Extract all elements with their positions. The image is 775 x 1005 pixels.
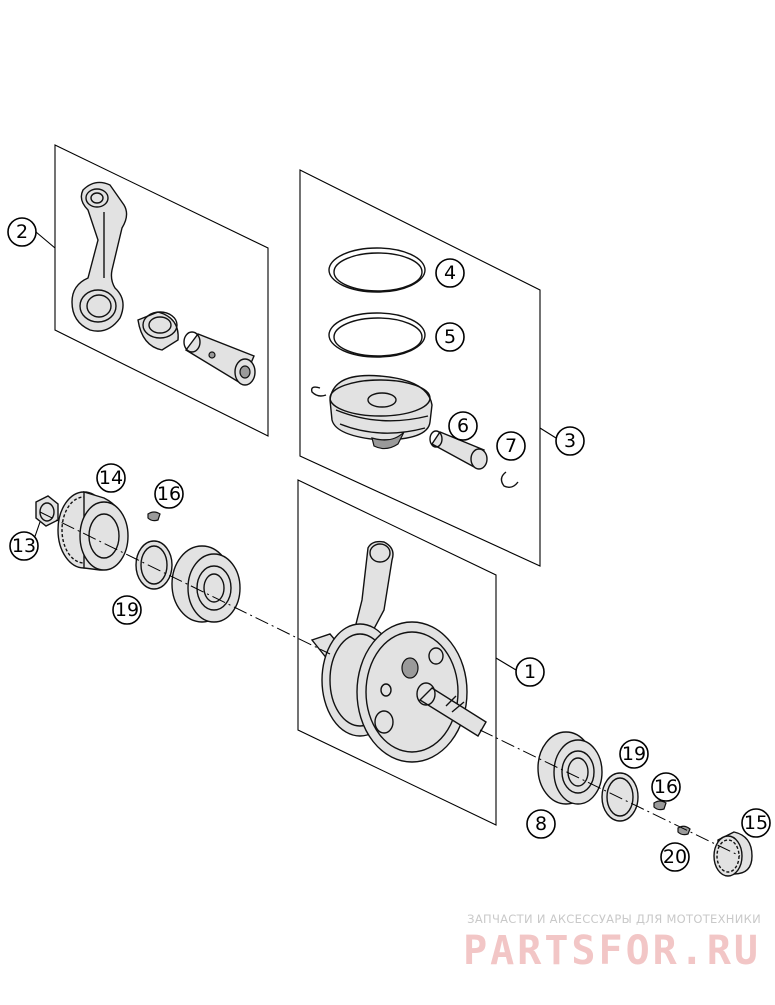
callout-8-label: 8 <box>535 813 547 835</box>
callout-8: 8 <box>526 809 556 839</box>
callout-7: 7 <box>496 431 526 461</box>
callout-6-label: 6 <box>457 415 469 437</box>
callout-6: 6 <box>448 411 478 441</box>
callout-5-label: 5 <box>444 326 456 348</box>
callout-1-label: 1 <box>524 661 536 683</box>
piston-kit-group <box>299 169 541 567</box>
callout-16-top: 16 <box>154 479 184 509</box>
piston-ring-top-part <box>328 247 426 293</box>
callout-16-top-label: 16 <box>157 483 181 505</box>
piston-part <box>329 374 433 450</box>
callout-13: 13 <box>9 531 39 561</box>
crankshaft-group <box>297 479 497 826</box>
callout-3: 3 <box>555 426 585 456</box>
piston-pin-part-2 <box>429 430 488 470</box>
left-parts-group <box>35 491 241 623</box>
key-20-part <box>677 825 691 836</box>
connecting-rod-part <box>71 181 128 332</box>
watermark: ЗАПЧАСТИ И АКСЕССУАРЫ ДЛЯ МОТОТЕХНИКИ PA… <box>463 912 761 974</box>
piston-pin-part <box>183 331 256 386</box>
callout-4-label: 4 <box>444 262 456 284</box>
piston-ring-second-part <box>328 312 426 358</box>
oil-seal-right-part <box>601 772 639 822</box>
woodruff-key-part <box>147 511 161 522</box>
right-parts-group <box>537 731 753 877</box>
main-bearing-left-part <box>171 545 241 623</box>
crankshaft-part <box>310 540 487 763</box>
callout-16-bottom: 16 <box>651 772 681 802</box>
nut-part <box>35 495 59 527</box>
primary-gear-part <box>57 491 129 571</box>
callout-1: 1 <box>515 657 545 687</box>
oil-seal-part <box>135 540 173 590</box>
crank-gear-part <box>713 831 753 877</box>
circlip-left-part <box>310 386 327 397</box>
conrod-kit-group <box>54 144 269 437</box>
callout-20: 20 <box>660 842 690 872</box>
watermark-logo: PARTSFOR.RU <box>463 928 761 974</box>
needle-bearing-part <box>137 311 179 351</box>
callout-2-label: 2 <box>16 221 28 243</box>
crankshaft-panel <box>297 479 497 826</box>
callout-19-left-label: 19 <box>115 599 139 621</box>
assembly-axis-line <box>39 511 741 857</box>
woodruff-key-right-part <box>653 800 667 811</box>
main-bearing-right-part <box>537 731 603 805</box>
leader-lines <box>31 231 557 671</box>
callout-15: 15 <box>741 808 771 838</box>
piston-kit-panel <box>299 169 541 567</box>
watermark-tagline: ЗАПЧАСТИ И АКСЕССУАРЫ ДЛЯ МОТОТЕХНИКИ <box>467 912 761 926</box>
circlip-right-part <box>500 471 519 489</box>
callout-19-left: 19 <box>112 595 142 625</box>
callout-13-label: 13 <box>12 535 36 557</box>
callout-16-bottom-label: 16 <box>654 776 678 798</box>
callout-20-label: 20 <box>663 846 687 868</box>
callout-19-right-label: 19 <box>622 743 646 765</box>
callout-3-label: 3 <box>564 430 576 452</box>
callout-14-label: 14 <box>99 467 123 489</box>
callout-5: 5 <box>435 322 465 352</box>
callout-4: 4 <box>435 258 465 288</box>
callout-15-label: 15 <box>744 812 768 834</box>
callout-19-right: 19 <box>619 739 649 769</box>
callout-7-label: 7 <box>505 435 517 457</box>
callout-2: 2 <box>7 217 37 247</box>
conrod-kit-panel <box>54 144 269 437</box>
callout-14: 14 <box>96 463 126 493</box>
